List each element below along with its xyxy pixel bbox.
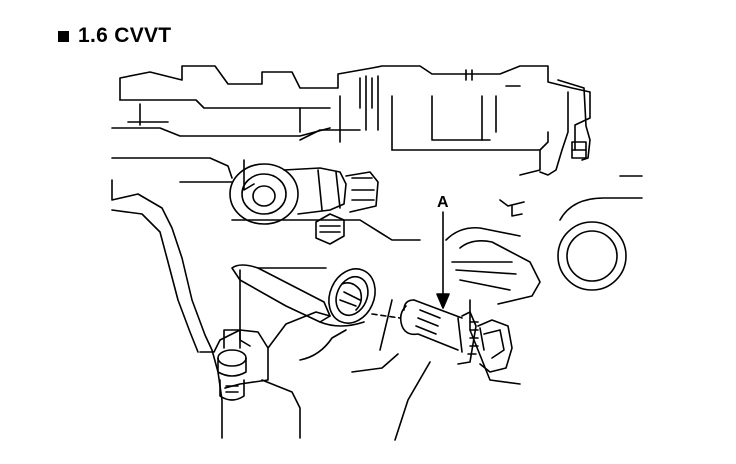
section-heading: 1.6 CVVT (58, 24, 171, 48)
ocv-filter (399, 299, 463, 353)
alignment-line (371, 313, 401, 319)
stud-bolt (217, 329, 247, 401)
cam-cap (445, 199, 541, 305)
callout-a-label: A (437, 194, 449, 211)
section-title: 1.6 CVVT (78, 24, 172, 47)
plug-bolt (457, 311, 513, 373)
engine-block-outline (111, 179, 521, 441)
oil-port-fitting (231, 264, 376, 327)
callout-a-leader (436, 211, 450, 309)
coolant-port (557, 175, 643, 291)
cam-position-sensor (229, 159, 379, 225)
cylinder-head-outline (111, 65, 591, 179)
sensor-bolt (315, 213, 345, 245)
mounting-bracket (539, 79, 591, 176)
square-bullet-icon (58, 30, 69, 42)
